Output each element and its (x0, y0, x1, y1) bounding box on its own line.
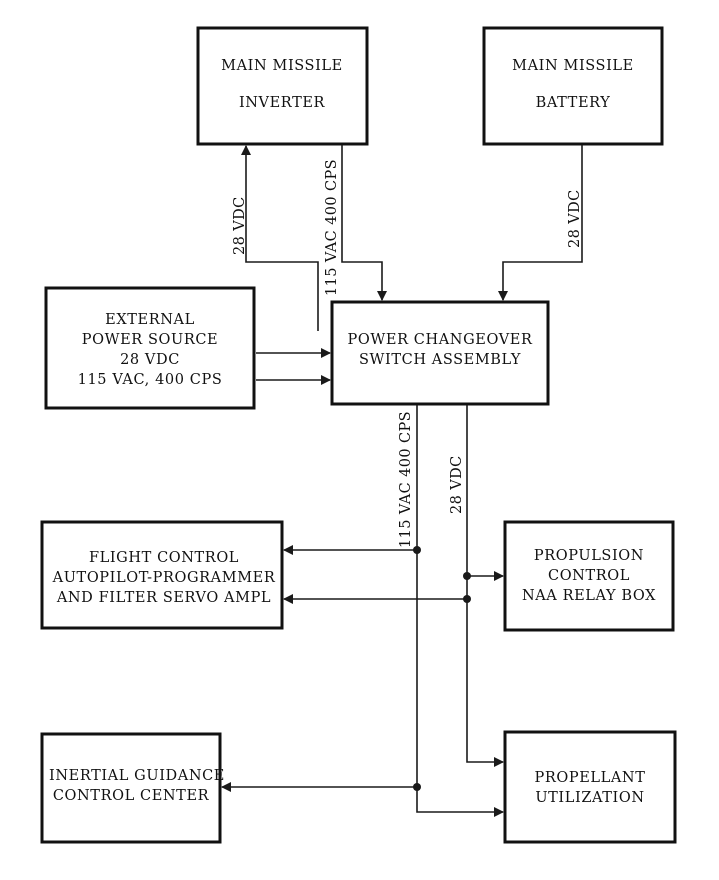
guidance-label-line-1: INERTIAL GUIDANCE (49, 768, 225, 784)
guidance-label-line-2: CONTROL CENTER (53, 788, 210, 804)
junction-dot (413, 546, 421, 554)
wire-28vdc-to-inverter (241, 145, 319, 331)
flight-control-label-line-2: AUTOPILOT-PROGRAMMER (52, 570, 276, 586)
external-power-label-line-4: 115 VAC, 400 CPS (78, 372, 223, 388)
junction-dot (463, 572, 471, 580)
external-power-source-block: EXTERNAL POWER SOURCE 28 VDC 115 VAC, 40… (44, 286, 256, 410)
inverter-label-line-2: INVERTER (239, 95, 326, 111)
wire-28vdc-battery-to-changeover (498, 145, 583, 301)
changeover-label-line-1: POWER CHANGEOVER (348, 332, 533, 348)
wire-label-bus-dc: 28 VDC (449, 455, 465, 514)
external-power-label-line-2: POWER SOURCE (82, 332, 219, 348)
battery-label-line-2: BATTERY (536, 95, 611, 111)
propulsion-label-line-3: NAA RELAY BOX (522, 588, 656, 604)
flight-control-label-line-1: FLIGHT CONTROL (89, 550, 239, 566)
propulsion-control-block: PROPULSION CONTROL NAA RELAY BOX (503, 520, 675, 632)
main-missile-battery-block: MAIN MISSILE BATTERY (482, 26, 664, 146)
propellant-label-line-1: PROPELLANT (535, 770, 646, 786)
propulsion-label-line-1: PROPULSION (534, 548, 644, 564)
propellant-utilization-block: PROPELLANT UTILIZATION (503, 730, 677, 844)
flight-control-block: FLIGHT CONTROL AUTOPILOT-PROGRAMMER AND … (40, 520, 284, 630)
inverter-label-line-1: MAIN MISSILE (221, 58, 343, 74)
wire-label-bus-ac: 115 VAC 400 CPS (398, 411, 414, 548)
main-missile-inverter-block: MAIN MISSILE INVERTER (196, 26, 369, 146)
wire-label-battery-dc: 28 VDC (567, 189, 583, 248)
changeover-label-line-2: SWITCH ASSEMBLY (359, 352, 521, 368)
propulsion-label-line-2: CONTROL (548, 568, 630, 584)
ac-bus-line (416, 405, 504, 817)
propellant-label-line-2: UTILIZATION (535, 790, 644, 806)
flight-control-label-line-3: AND FILTER SERVO AMPL (56, 590, 271, 606)
dc-bus-line (466, 405, 504, 767)
external-power-label-line-3: 28 VDC (120, 352, 180, 368)
junction-dot (413, 783, 421, 791)
junction-dot (463, 595, 471, 603)
inertial-guidance-control-center-block: INERTIAL GUIDANCE CONTROL CENTER (40, 732, 225, 844)
power-changeover-switch-assembly-block: POWER CHANGEOVER SWITCH ASSEMBLY (330, 300, 550, 406)
wire-label-inverter-ac: 115 VAC 400 CPS (324, 159, 340, 296)
wire-115vac-inverter-to-changeover (341, 145, 387, 301)
battery-label-line-1: MAIN MISSILE (512, 58, 634, 74)
external-power-label-line-1: EXTERNAL (105, 312, 195, 328)
wire-label-inverter-dc: 28 VDC (232, 196, 248, 255)
